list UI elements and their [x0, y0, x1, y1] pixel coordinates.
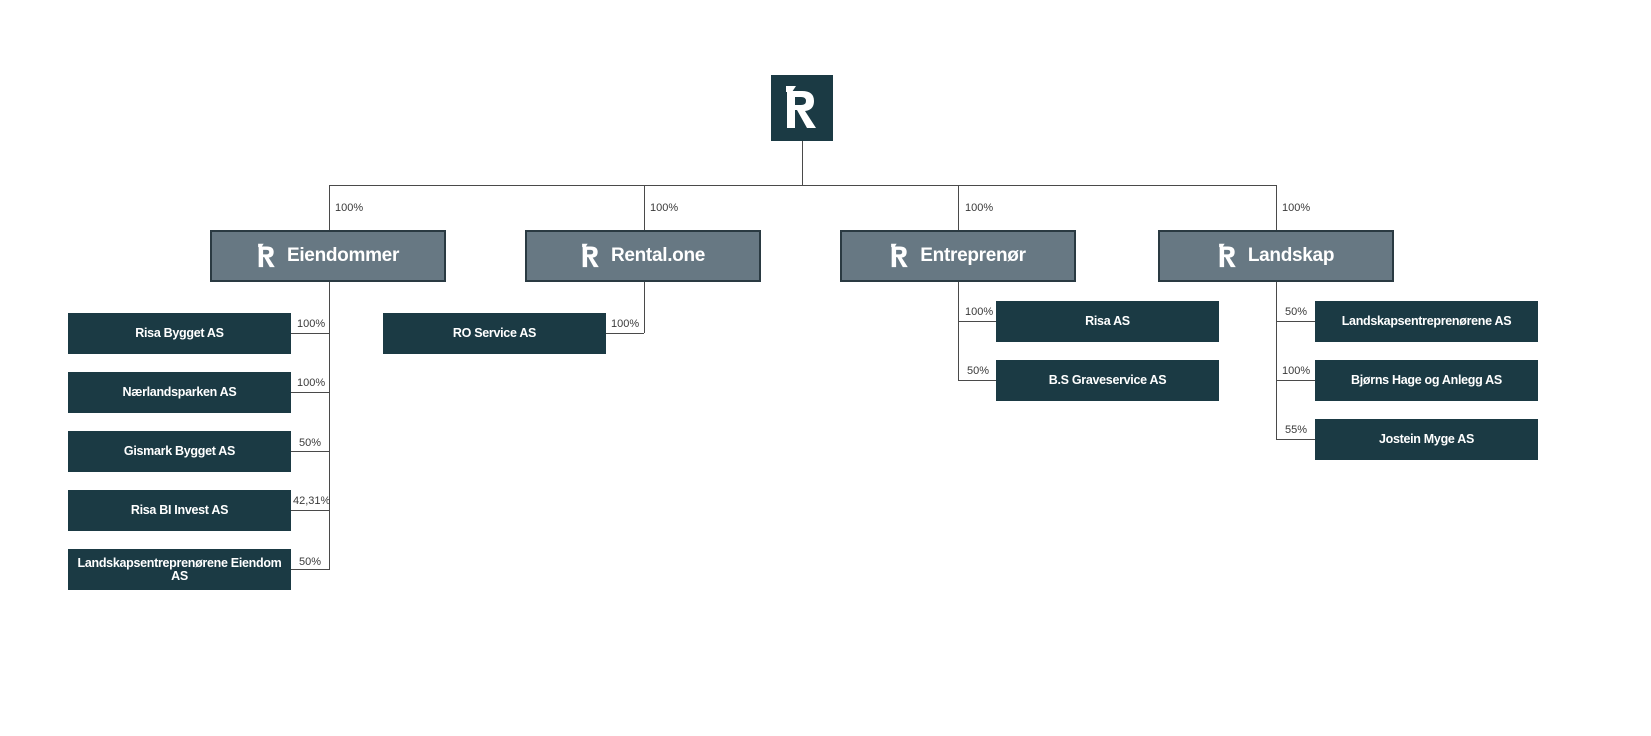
company-name: Jostein Myge AS	[1378, 432, 1475, 446]
company-box[interactable]: Risa AS	[996, 301, 1219, 342]
division-rental-one[interactable]: Rental.one	[525, 230, 761, 282]
ownership-percent: 50%	[967, 365, 990, 377]
company-name: Nærlandsparken AS	[122, 385, 237, 399]
risa-r-logo-icon	[786, 86, 816, 128]
connector-line	[290, 392, 329, 393]
connector-line	[329, 185, 330, 231]
company-box[interactable]: Jostein Myge AS	[1315, 419, 1538, 460]
division-label: Entreprenør	[920, 245, 1026, 266]
ownership-percent: 100%	[1282, 202, 1311, 214]
risa-r-logo-icon	[582, 243, 599, 268]
connector-line	[290, 451, 329, 452]
ownership-percent: 100%	[1282, 365, 1311, 377]
ownership-percent: 42,31%	[293, 495, 331, 507]
company-name: Landskapsentreprenørene AS	[1341, 314, 1512, 328]
connector-line	[290, 333, 329, 334]
company-name: Risa BI Invest AS	[130, 503, 229, 517]
connector-line	[329, 282, 330, 570]
connector-line	[1276, 439, 1315, 440]
risa-r-logo-icon	[258, 243, 275, 268]
company-box[interactable]: Risa Bygget AS	[68, 313, 291, 354]
ownership-percent: 50%	[1285, 306, 1308, 318]
ownership-percent: 100%	[335, 202, 364, 214]
ownership-percent: 55%	[1285, 424, 1308, 436]
root-logo	[771, 75, 833, 141]
company-box[interactable]: Nærlandsparken AS	[68, 372, 291, 413]
company-box[interactable]: Gismark Bygget AS	[68, 431, 291, 472]
company-name: RO Service AS	[452, 326, 537, 340]
division-label: Eiendommer	[286, 245, 400, 266]
company-name: Bjørns Hage og Anlegg AS	[1351, 373, 1502, 387]
company-name: Landskapsentreprenørene Eiendom AS	[77, 555, 282, 583]
ownership-percent: 100%	[965, 306, 994, 318]
company-box[interactable]: Risa BI Invest AS	[68, 490, 291, 531]
connector-line	[290, 510, 329, 511]
division-eiendommer[interactable]: Eiendommer	[210, 230, 446, 282]
connector-line	[1276, 185, 1277, 231]
company-name: Risa Bygget AS	[135, 326, 224, 340]
company-box[interactable]: Landskapsentreprenørene Eiendom AS	[68, 549, 291, 590]
connector-line	[644, 185, 645, 231]
connector-line	[329, 185, 1277, 186]
company-box[interactable]: Landskapsentreprenørene AS	[1315, 301, 1538, 342]
connector-line	[802, 141, 803, 185]
ownership-percent: 100%	[965, 202, 994, 214]
connector-line	[290, 569, 329, 570]
ownership-percent: 100%	[297, 377, 326, 389]
risa-r-logo-icon	[1218, 243, 1236, 268]
company-name: Gismark Bygget AS	[123, 444, 236, 458]
division-label: Rental.one	[610, 245, 706, 266]
ownership-percent: 100%	[611, 318, 640, 330]
connector-line	[1276, 282, 1277, 439]
connector-line	[958, 185, 959, 231]
connector-line	[958, 380, 996, 381]
connector-line	[644, 282, 645, 333]
division-landskap[interactable]: Landskap	[1158, 230, 1394, 282]
company-name: B.S Graveservice AS	[1048, 373, 1167, 387]
division-entreprenor[interactable]: Entreprenør	[840, 230, 1076, 282]
company-name: Risa AS	[1085, 314, 1130, 328]
company-box[interactable]: RO Service AS	[383, 313, 606, 354]
connector-line	[958, 321, 996, 322]
connector-line	[1276, 380, 1315, 381]
ownership-percent: 100%	[650, 202, 679, 214]
connector-line	[605, 333, 644, 334]
company-box[interactable]: B.S Graveservice AS	[996, 360, 1219, 401]
division-label: Landskap	[1247, 245, 1335, 266]
ownership-percent: 100%	[297, 318, 326, 330]
connector-line	[958, 282, 959, 380]
ownership-percent: 50%	[299, 556, 322, 568]
connector-line	[1276, 321, 1315, 322]
risa-r-logo-icon	[891, 243, 909, 268]
ownership-percent: 50%	[299, 437, 322, 449]
company-box[interactable]: Bjørns Hage og Anlegg AS	[1315, 360, 1538, 401]
